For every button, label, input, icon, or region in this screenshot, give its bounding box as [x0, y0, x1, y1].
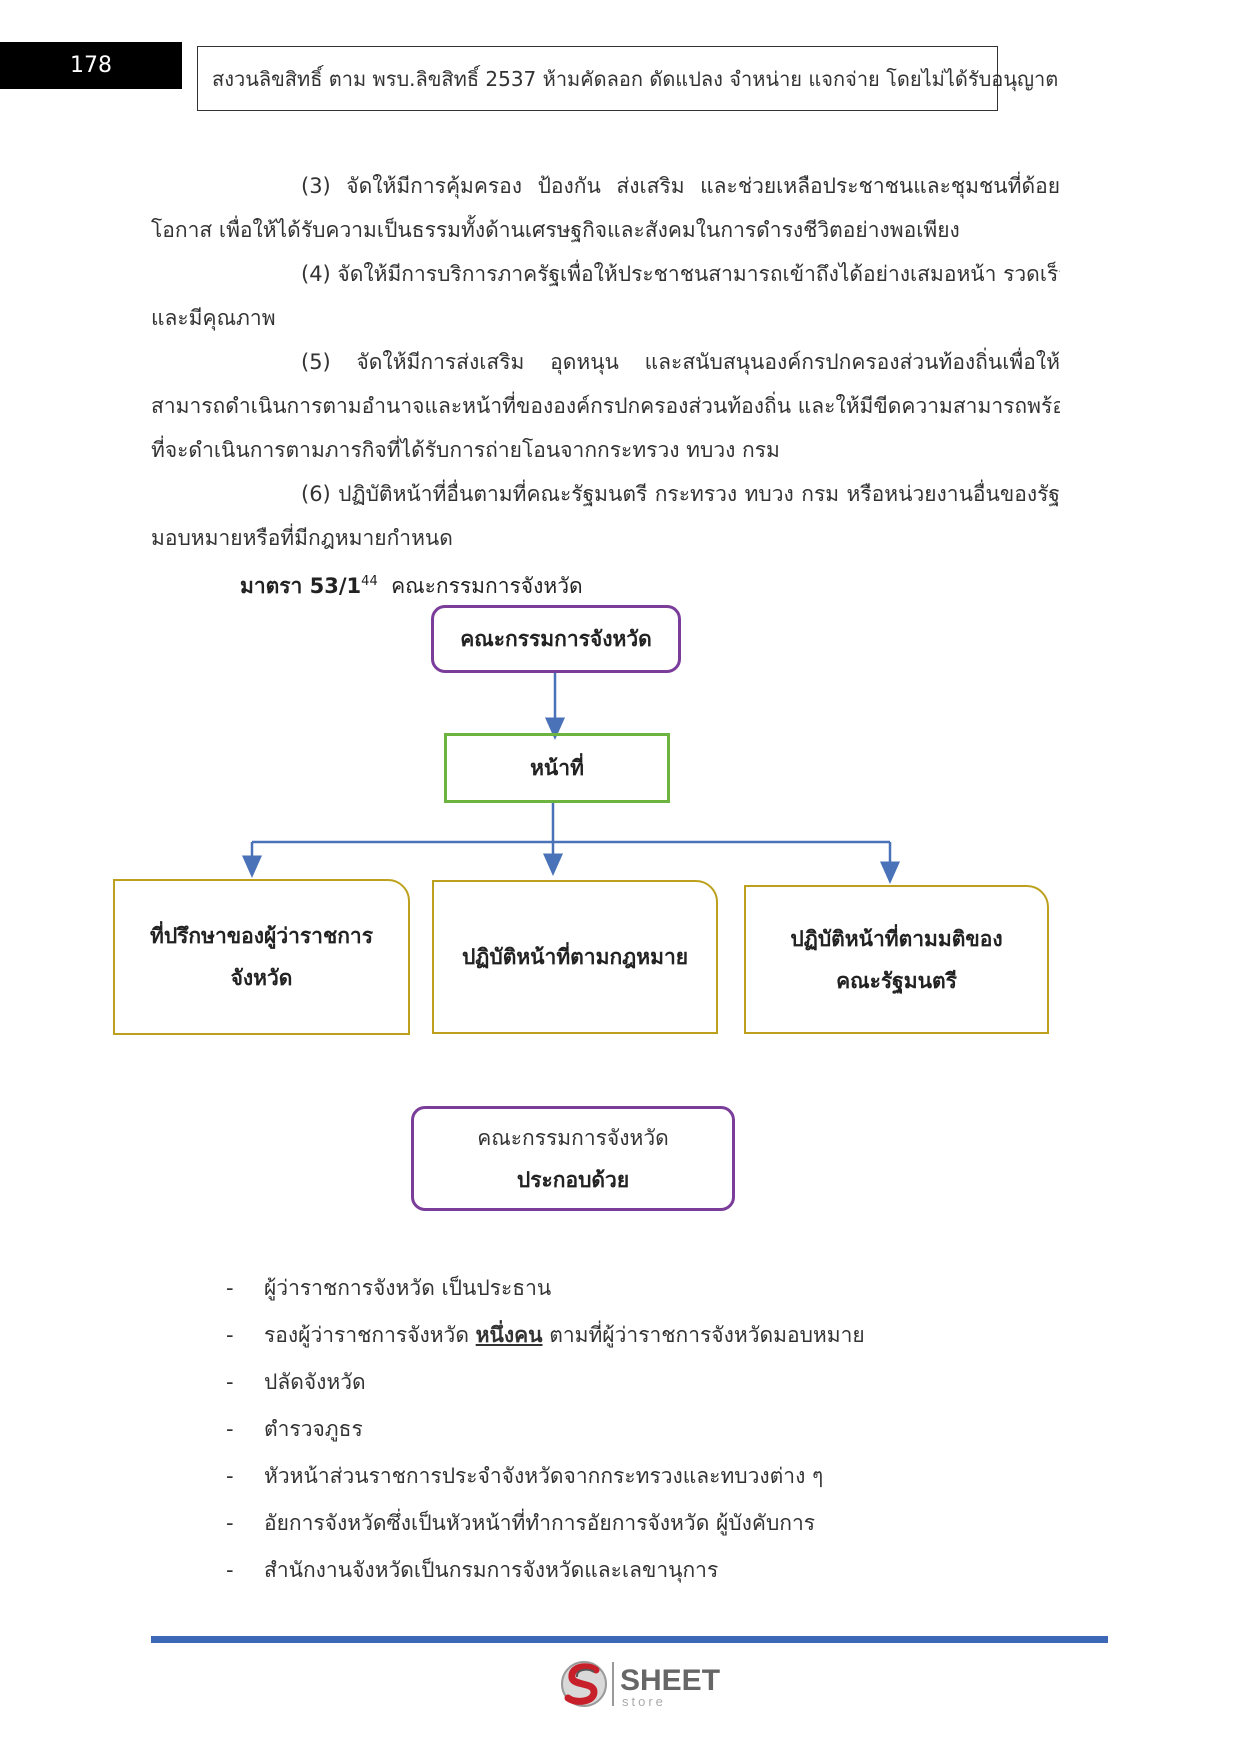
list-item: - ปลัดจังหวัด — [226, 1359, 865, 1406]
list-dash: - — [226, 1464, 234, 1488]
logo-sub: store — [622, 1694, 666, 1709]
composition-title: คณะกรรมการจังหวัด — [477, 1125, 669, 1150]
branch-advisor-box: ที่ปรึกษาของผู้ว่าราชการ จังหวัด — [113, 879, 410, 1035]
paragraph-6: (6) ปฏิบัติหน้าที่อื่นตามที่คณะรัฐมนตรี … — [151, 472, 1060, 560]
paragraph-first-line: (3) จัดให้มีการคุ้มครอง ป้องกัน ส่งเสริม… — [301, 174, 1060, 198]
paragraph-4: (4) จัดให้มีการบริการภาครัฐเพื่อให้ประชา… — [151, 252, 1060, 340]
composition-subtitle: ประกอบด้วย — [516, 1167, 630, 1192]
list-item: - อัยการจังหวัดซึ่งเป็นหัวหน้าที่ทำการอัย… — [226, 1500, 865, 1547]
emphasis-text: หนึ่งคน — [475, 1323, 543, 1347]
paragraph-line: มอบหมายหรือที่มีกฎหมายกำหนด — [151, 526, 453, 550]
branch-line: ปฏิบัติหน้าที่ตามมติของ — [790, 926, 1003, 951]
branch-line: จังหวัด — [230, 966, 293, 990]
branch-law-box: ปฏิบัติหน้าที่ตามกฎหมาย — [432, 880, 718, 1034]
list-item-text: ตำรวจภูธร — [264, 1417, 363, 1441]
paragraph-line: สามารถดำเนินการตามอำนาจและหน้าที่ขององค์… — [151, 394, 1060, 418]
copyright-notice: สงวนลิขสิทธิ์ ตาม พรบ.ลิขสิทธิ์ 2537 ห้า… — [197, 46, 1058, 111]
list-dash: - — [226, 1511, 234, 1535]
list-dash: - — [226, 1370, 234, 1394]
sheet-store-logo: SHEET store — [561, 1661, 720, 1709]
paragraph-line: และมีคุณภาพ — [151, 306, 276, 330]
logo-word: SHEET — [620, 1664, 720, 1697]
branch-cabinet-box: ปฏิบัติหน้าที่ตามมติของ คณะรัฐมนตรี — [744, 885, 1049, 1034]
members-list: - ผู้ว่าราชการจังหวัด เป็นประธาน - รองผู้ว… — [226, 1265, 865, 1594]
list-item-text: ตามที่ผู้ว่าราชการจังหวัดมอบหมาย — [542, 1323, 865, 1347]
list-dash: - — [226, 1558, 234, 1582]
list-item-text: รองผู้ว่าราชการจังหวัด — [264, 1323, 476, 1347]
list-item-text: อัยการจังหวัดซึ่งเป็นหัวหน้าที่ทำการอัยก… — [264, 1511, 816, 1535]
s-mark-icon — [561, 1661, 607, 1707]
branch-line: ปฏิบัติหน้าที่ตามกฎหมาย — [461, 945, 689, 969]
paragraph-first-line: (4) จัดให้มีการบริการภาครัฐเพื่อให้ประชา… — [301, 262, 1060, 286]
paragraph-first-line: (5) จัดให้มีการส่งเสริม อุดหนุน และสนับส… — [301, 350, 1060, 374]
list-item-text: ปลัดจังหวัด — [264, 1370, 366, 1394]
composition-box: คณะกรรมการจังหวัด ประกอบด้วย — [411, 1106, 735, 1211]
committee-root-box: คณะกรรมการจังหวัด — [431, 605, 681, 673]
section-title: คณะกรรมการจังหวัด — [391, 574, 583, 598]
list-dash: - — [226, 1323, 234, 1347]
branch-line: คณะรัฐมนตรี — [836, 968, 957, 993]
list-item: - หัวหน้าส่วนราชการประจำจังหวัดจากกระทรวง… — [226, 1453, 865, 1500]
duty-label: หน้าที่ — [530, 756, 584, 780]
root-label: คณะกรรมการจังหวัด — [460, 627, 652, 651]
paragraph-line: ที่จะดำเนินการตามภารกิจที่ได้รับการถ่ายโ… — [151, 438, 780, 462]
duty-box: หน้าที่ — [444, 733, 670, 803]
paragraph-line: โอกาส เพื่อให้ได้รับความเป็นธรรมทั้งด้าน… — [151, 218, 960, 242]
paragraph-first-line: (6) ปฏิบัติหน้าที่อื่นตามที่คณะรัฐมนตรี … — [301, 482, 1060, 506]
section-heading: มาตรา 53/144 คณะกรรมการจังหวัด — [240, 560, 583, 608]
list-item: - รองผู้ว่าราชการจังหวัด หนึ่งคน ตามที่ผู… — [226, 1312, 865, 1359]
section-label: มาตรา 53/1 — [240, 574, 362, 598]
branch-line: ที่ปรึกษาของผู้ว่าราชการ — [149, 924, 374, 948]
list-item-text: สำนักงานจังหวัดเป็นกรมการจังหวัดและเลขาน… — [264, 1558, 719, 1582]
footer-divider — [151, 1636, 1108, 1643]
list-dash: - — [226, 1417, 234, 1441]
list-item: - สำนักงานจังหวัดเป็นกรมการจังหวัดและเลขา… — [226, 1547, 865, 1594]
list-dash: - — [226, 1276, 234, 1300]
list-item-text: ผู้ว่าราชการจังหวัด เป็นประธาน — [264, 1276, 552, 1300]
list-item-text: หัวหน้าส่วนราชการประจำจังหวัดจากกระทรวงแ… — [264, 1464, 824, 1488]
footnote-ref: 44 — [361, 574, 378, 589]
list-item: - ผู้ว่าราชการจังหวัด เป็นประธาน — [226, 1265, 865, 1312]
paragraph-3: (3) จัดให้มีการคุ้มครอง ป้องกัน ส่งเสริม… — [151, 164, 1060, 252]
paragraph-5: (5) จัดให้มีการส่งเสริม อุดหนุน และสนับส… — [151, 340, 1060, 472]
list-item: - ตำรวจภูธร — [226, 1406, 865, 1453]
page-number: 178 — [0, 42, 182, 89]
